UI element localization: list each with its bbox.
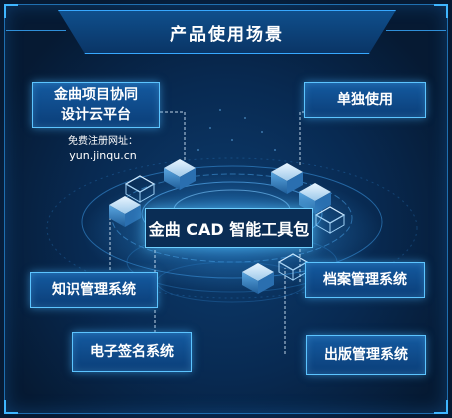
scenario-publishing-label: 出版管理系统 [324,347,408,363]
scenario-archive: 档案管理系统 [305,262,425,298]
scenario-esign-label: 电子签名系统 [90,344,174,360]
cube-standalone [271,163,303,194]
cube-upper-left [124,175,156,203]
center-product-box: 金曲 CAD 智能工具包 [145,208,313,248]
registration-label: 免费注册网址： [68,136,138,147]
title-wing-right [386,30,446,31]
scenario-archive-label: 档案管理系统 [323,272,407,288]
scenario-standalone: 单独使用 [304,82,426,118]
scenario-cloud-platform: 金曲项目协同 设计云平台 [32,82,160,128]
frame-corner [4,4,18,18]
frame-corner [434,400,448,414]
scenario-standalone-label: 单独使用 [337,92,393,108]
cube-right-outline [314,206,346,234]
scenario-knowledge: 知识管理系统 [30,272,158,308]
title-wing-left [6,30,66,31]
outer-frame [4,4,448,414]
scenario-knowledge-label: 知识管理系统 [52,282,136,298]
scenario-publishing: 出版管理系统 [306,335,426,375]
scenario-esign: 电子签名系统 [72,332,192,372]
cube-archive [242,263,274,294]
title-banner: 产品使用场景 [58,10,396,54]
center-product-label: 金曲 CAD 智能工具包 [148,220,310,239]
registration-note: 免费注册网址： yun.jinqu.cn [48,135,158,163]
page-title: 产品使用场景 [170,24,284,45]
registration-url: yun.jinqu.cn [69,149,137,162]
scenario-cloud-platform-line1: 金曲项目协同 [54,87,138,103]
frame-corner [4,400,18,414]
scenario-cloud-platform-line2: 设计云平台 [61,107,131,123]
frame-corner [434,4,448,18]
pedestal-dots [197,109,276,151]
cube-cloud [164,159,196,190]
cube-knowledge [109,196,141,227]
